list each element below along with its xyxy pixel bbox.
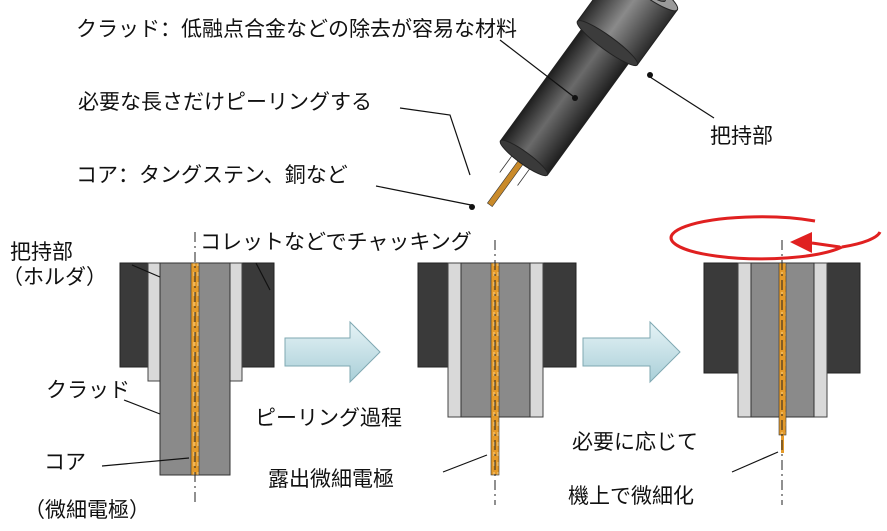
sleeve-left-3	[737, 262, 752, 418]
sleeve-right-1	[229, 262, 243, 382]
sleeve-left-2	[447, 262, 462, 418]
stage-3-holder	[703, 240, 861, 505]
label-core-desc: コア：タングステン、銅など	[76, 163, 348, 187]
label-holder-1: 把持部	[10, 240, 73, 264]
holder-left-3	[703, 262, 739, 374]
label-holder-2: （ホルダ）	[2, 265, 107, 289]
label-core: コア	[44, 450, 86, 474]
sleeve-right-3	[813, 262, 828, 418]
holder-right-3	[826, 262, 861, 374]
electrode-3d	[486, 0, 679, 208]
holder-left-1	[119, 262, 149, 368]
label-grip-top: 把持部	[710, 124, 773, 148]
label-onmachine-refine: 機上で微細化	[568, 484, 694, 508]
label-peeling-process: ピーリング過程	[255, 406, 402, 430]
label-chucking: コレットなどでチャッキング	[200, 230, 472, 254]
holder-right-2	[542, 262, 577, 368]
label-as-needed: 必要に応じて	[572, 430, 698, 454]
process-arrow-1	[284, 320, 381, 384]
process-arrow-2	[582, 320, 681, 384]
label-exposed-electrode: 露出微細電極	[268, 467, 394, 491]
stage-2-holder	[417, 240, 577, 505]
holder-left-2	[417, 262, 449, 368]
holder-right-1	[241, 262, 275, 368]
label-cladding: クラッド	[46, 378, 130, 402]
label-micro-electrode: （微細電極）	[24, 498, 150, 522]
rotation-arrow	[669, 215, 882, 261]
label-cladding-desc: クラッド：低融点合金などの除去が容易な材料	[76, 17, 517, 41]
sleeve-right-2	[529, 262, 544, 418]
sleeve-left-1	[147, 262, 161, 382]
label-peel-desc: 必要な長さだけピーリングする	[78, 90, 372, 114]
stage-1-holder	[119, 232, 275, 505]
leader-lines-top	[375, 39, 715, 206]
